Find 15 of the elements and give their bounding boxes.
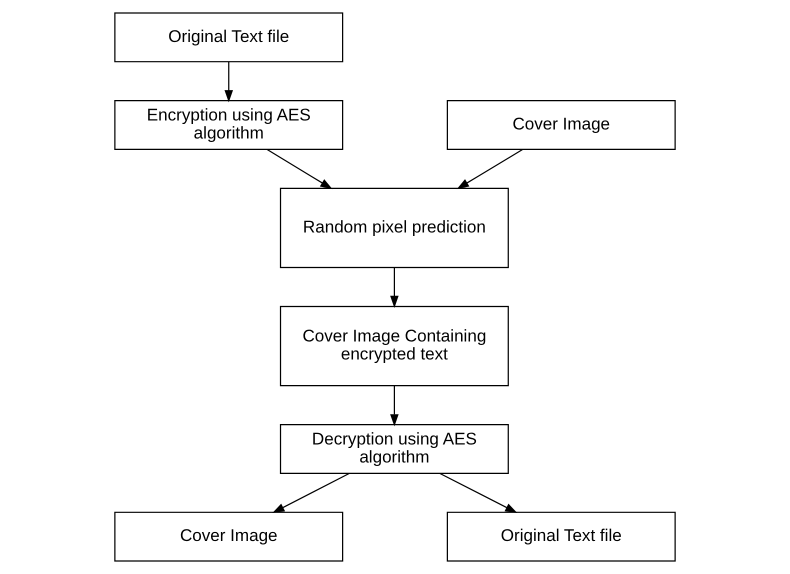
node-box: Cover Image Containing encrypted text [280, 306, 509, 386]
node-box: Original Text file [114, 12, 344, 62]
arrow [390, 386, 399, 426]
node-box: Cover Image [114, 512, 344, 562]
node-box: Original Text file [446, 512, 676, 562]
node-box: Cover Image [446, 100, 676, 150]
arrow [390, 268, 399, 308]
arrow [272, 472, 350, 514]
arrow [266, 149, 332, 190]
arrow [224, 62, 234, 102]
arrow [440, 472, 518, 514]
node-box: Encryption using AES algorithm [114, 100, 344, 150]
node-box: Random pixel prediction [280, 188, 509, 268]
node-box: Decryption using AES algorithm [280, 424, 509, 474]
arrow [456, 149, 523, 190]
